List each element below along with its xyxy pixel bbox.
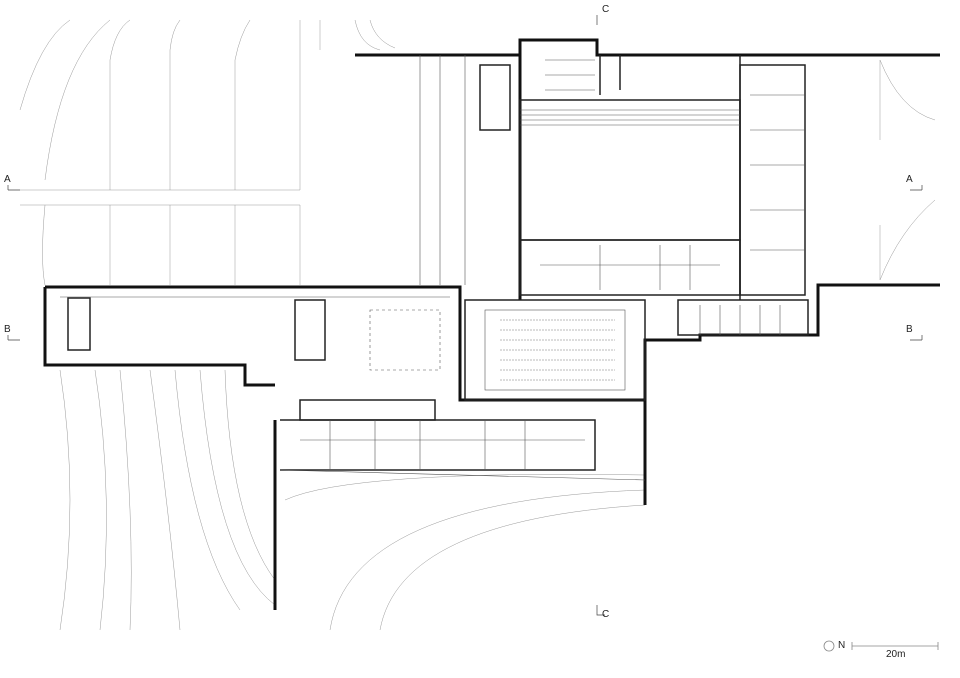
section-marker-lines bbox=[7, 15, 923, 616]
scale-bar-label: 20m bbox=[886, 649, 906, 660]
section-marker-c-top: C bbox=[602, 4, 610, 15]
section-marker-b-left: B bbox=[4, 324, 11, 335]
terrain-contours bbox=[19, 19, 936, 631]
section-marker-c-bottom: C bbox=[602, 609, 610, 620]
section-marker-a-right: A bbox=[906, 174, 913, 185]
scale-bar bbox=[851, 642, 939, 650]
interior-walls bbox=[67, 55, 809, 471]
north-arrow-icon bbox=[823, 640, 835, 652]
section-marker-a-left: A bbox=[4, 174, 11, 185]
auditorium-seating bbox=[500, 319, 615, 381]
north-label: N bbox=[838, 640, 846, 651]
interior-details bbox=[60, 55, 805, 481]
section-marker-b-right: B bbox=[906, 324, 913, 335]
